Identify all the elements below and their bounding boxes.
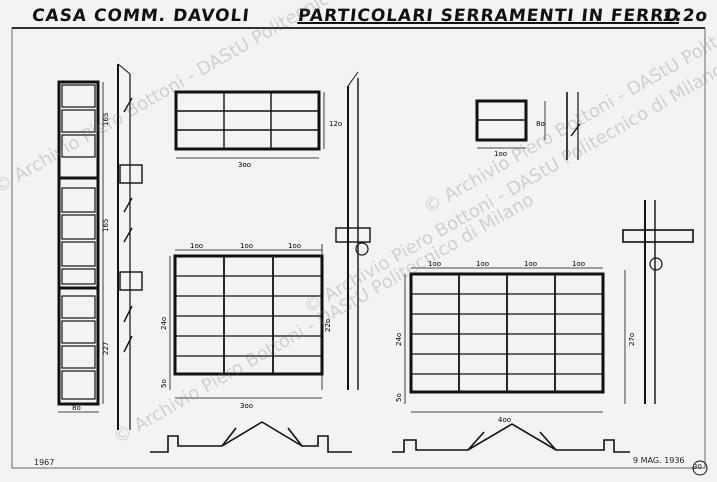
right-window-top-dim-2: 1oo xyxy=(476,260,489,268)
right-window-width-dim: 4oo xyxy=(498,416,511,424)
archive-code: 1967 xyxy=(34,458,55,467)
top-small-window xyxy=(174,90,325,159)
tall-window-dim-2: 165 xyxy=(102,219,110,232)
right-window-sill-dim: 5o xyxy=(395,393,403,402)
tiny-window xyxy=(475,92,581,160)
right-window-top-dim-1: 1oo xyxy=(428,260,441,268)
mid-window-sill-dim: 5o xyxy=(160,379,168,388)
mid-window-top-dim-3: 1oo xyxy=(288,242,301,250)
plan-section-left xyxy=(150,421,352,453)
right-window-height-dim: 24o xyxy=(395,333,403,346)
tall-window-width-dim: 8o xyxy=(72,404,81,412)
sheet-number: 30 xyxy=(693,463,702,471)
mid-section-height-dim: 22o xyxy=(324,319,332,332)
mid-window-top-dim-1: 1oo xyxy=(190,242,203,250)
mid-window-top-dim-2: 1oo xyxy=(240,242,253,250)
sheet-number-circle xyxy=(692,460,708,476)
tall-window-section xyxy=(117,63,143,430)
tall-window-dim-3: 227 xyxy=(102,342,110,355)
tiny-window-width-dim: 1oo xyxy=(494,150,507,158)
top-window-width-dim: 3oo xyxy=(238,161,251,169)
tiny-window-height-dim: 8o xyxy=(536,120,545,128)
mid-window-height-dim: 24o xyxy=(160,317,168,330)
tall-window-dim-1: 165 xyxy=(102,113,110,126)
mid-window-width-dim: 3oo xyxy=(240,402,253,410)
top-window-height-dim: 12o xyxy=(329,120,342,128)
right-window-elevation xyxy=(404,267,605,413)
right-window-top-dim-3: 1oo xyxy=(524,260,537,268)
plan-section-right xyxy=(392,423,630,453)
drawing-date: 9 MAG. 1936 xyxy=(633,456,685,465)
right-window-top-dim-4: 1oo xyxy=(572,260,585,268)
right-section-height-dim: 27o xyxy=(628,333,636,346)
tall-window-elevation xyxy=(57,80,104,413)
right-section xyxy=(622,200,694,404)
middle-window-elevation xyxy=(169,249,324,399)
sheet-border xyxy=(11,27,706,469)
